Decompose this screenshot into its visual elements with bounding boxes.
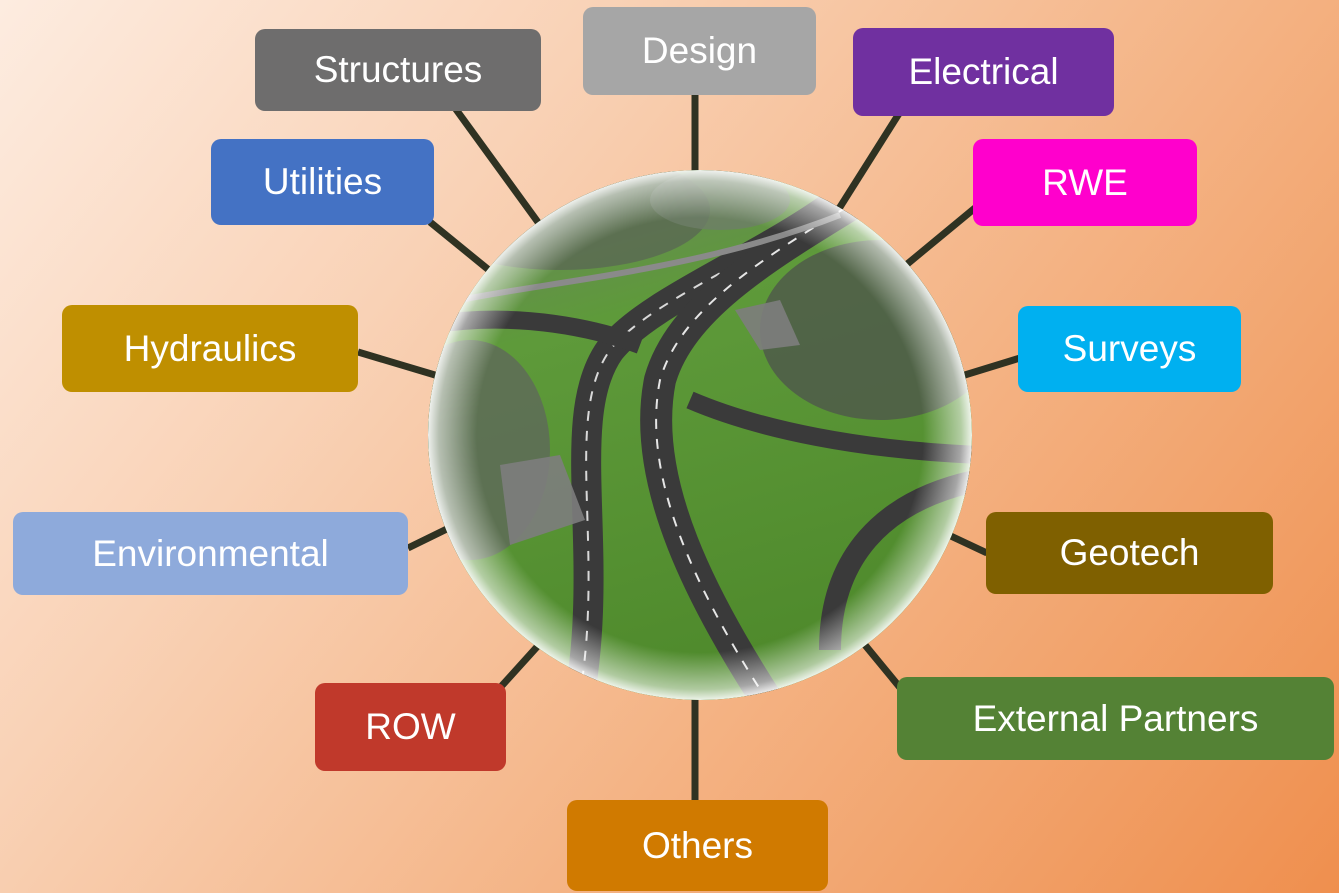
node-rwe[interactable]: RWE bbox=[973, 139, 1197, 226]
node-environmental[interactable]: Environmental bbox=[13, 512, 408, 595]
node-structures[interactable]: Structures bbox=[255, 29, 541, 111]
node-row-label: ROW bbox=[365, 706, 456, 747]
node-utilities-label: Utilities bbox=[262, 161, 383, 202]
node-environmental-label: Environmental bbox=[92, 532, 329, 574]
node-row[interactable]: ROW bbox=[315, 683, 506, 771]
node-geotech[interactable]: Geotech bbox=[986, 512, 1273, 594]
node-design[interactable]: Design bbox=[583, 7, 816, 95]
node-external-partners-label: External Partners bbox=[972, 697, 1259, 739]
connector-utilities bbox=[427, 219, 498, 278]
node-electrical-label: Electrical bbox=[908, 51, 1059, 92]
node-structures-label: Structures bbox=[313, 49, 483, 90]
node-hydraulics-label: Hydraulics bbox=[123, 327, 297, 369]
node-geotech-label: Geotech bbox=[1059, 532, 1200, 573]
node-others-label: Others bbox=[641, 824, 754, 866]
node-electrical[interactable]: Electrical bbox=[853, 28, 1114, 116]
node-others[interactable]: Others bbox=[567, 800, 828, 891]
node-hydraulics[interactable]: Hydraulics bbox=[62, 305, 358, 392]
connector-structures bbox=[452, 105, 543, 228]
node-surveys[interactable]: Surveys bbox=[1018, 306, 1241, 392]
connector-external-partners bbox=[862, 642, 905, 693]
node-rwe-label: RWE bbox=[1042, 161, 1128, 203]
node-external-partners[interactable]: External Partners bbox=[897, 677, 1334, 760]
connector-rwe bbox=[897, 205, 978, 273]
connector-surveys bbox=[953, 354, 1022, 382]
connector-hydraulics bbox=[356, 348, 447, 382]
node-surveys-label: Surveys bbox=[1062, 328, 1197, 369]
interchange-image bbox=[428, 170, 972, 700]
node-utilities[interactable]: Utilities bbox=[211, 139, 434, 225]
connector-electrical bbox=[832, 110, 903, 217]
node-design-label: Design bbox=[641, 30, 758, 71]
